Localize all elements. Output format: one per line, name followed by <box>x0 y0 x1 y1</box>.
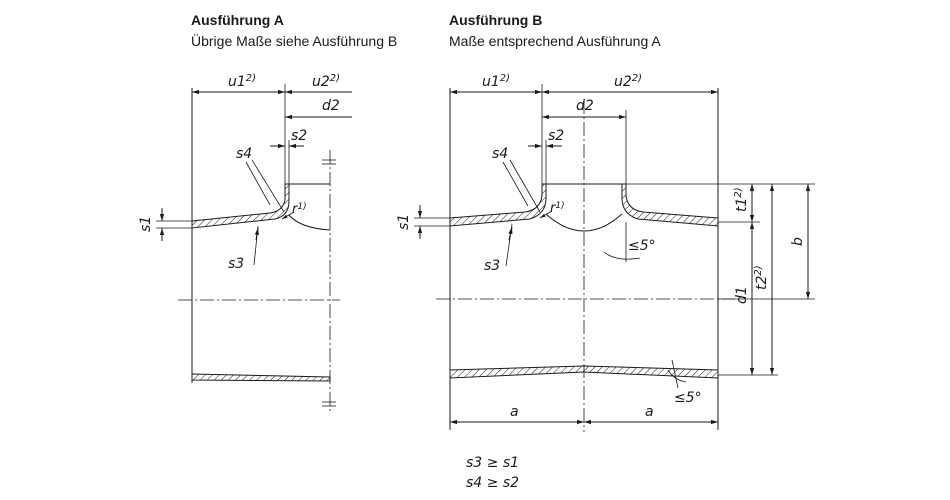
variant-b-t1-label: t12) <box>733 187 750 212</box>
variant-b-a-left-label: a <box>510 404 519 420</box>
variant-b-s1-label: s1 <box>396 214 412 230</box>
variant-b-branch-intersection <box>545 213 623 232</box>
variant-a-d2-label: d2 <box>322 98 340 114</box>
variant-b-a-right-label: a <box>645 404 654 420</box>
variant-b-t2-label: t22) <box>753 265 770 290</box>
variant-a-title: Ausführung A <box>191 12 284 28</box>
variant-a-subtitle: Übrige Maße siehe Ausführung B <box>191 33 398 49</box>
variant-b-u2-label: u22) <box>614 73 642 90</box>
variant-a-s1-label: s1 <box>138 216 154 232</box>
variant-b-top-wall-left <box>449 183 547 227</box>
variant-b-angle-bottom-leader <box>671 359 679 389</box>
variant-b-s3-arrow <box>508 226 513 241</box>
variant-b-r-leader <box>539 210 553 219</box>
variant-b-angle-bottom-arc <box>667 369 687 383</box>
variant-b-drawing: u12) u22) d2 s2 s4 r1) s1 s3 ≤5° ≤ <box>396 73 815 432</box>
variant-a-branch-intersection <box>288 214 331 231</box>
variant-a-r-leader <box>281 211 295 220</box>
variant-a-drawing: u12) u22) d2 s2 s4 r1) s1 s3 <box>138 73 352 412</box>
variant-b-d1-label: d1 <box>734 286 750 304</box>
variant-b-title: Ausführung B <box>449 12 543 28</box>
variant-b-s4-leader-2 <box>502 161 529 207</box>
variant-a-bottom-wall-section <box>191 373 331 382</box>
variant-b-s2-label: s2 <box>548 128 564 144</box>
condition-s3: s3 ≥ s1 <box>466 455 519 471</box>
variant-b-d2-label: d2 <box>576 98 594 114</box>
variant-b-u1-label: u12) <box>482 73 510 90</box>
variant-b-angle-bottom-label: ≤5° <box>674 390 702 406</box>
condition-s4: s4 ≥ s2 <box>466 475 519 491</box>
variant-b-angle-top-label: ≤5° <box>628 238 656 254</box>
variant-a-s4-leader <box>251 159 285 213</box>
variant-b-top-wall-right <box>621 183 719 227</box>
variant-a-s3-label: s3 <box>228 256 244 272</box>
variant-b-b-label: b <box>790 237 806 246</box>
variant-a-s2-label: s2 <box>291 128 307 144</box>
variant-a-u2-label: u22) <box>312 73 340 90</box>
variant-a-break-mark-bottom <box>322 401 336 407</box>
variant-b-subtitle: Maße entsprechend Ausführung A <box>449 33 661 49</box>
variant-a-top-wall-section <box>191 183 290 229</box>
variant-a-u1-label: u12) <box>228 73 256 90</box>
variant-b-s3-label: s3 <box>484 258 500 274</box>
variant-b-s4-label: s4 <box>492 146 508 162</box>
variant-b-r-label: r1) <box>550 201 565 216</box>
variant-a-s4-label: s4 <box>236 146 252 162</box>
variant-a-r-label: r1) <box>292 202 307 217</box>
variant-a-break-mark-top <box>322 159 336 165</box>
variant-b-bottom-wall-section <box>449 365 719 379</box>
variant-b-s4-leader <box>509 159 541 213</box>
variant-a-s3-arrow <box>254 227 259 241</box>
variant-a-s4-leader-2 <box>245 161 271 206</box>
variant-b-angle-top-arc <box>603 251 641 260</box>
